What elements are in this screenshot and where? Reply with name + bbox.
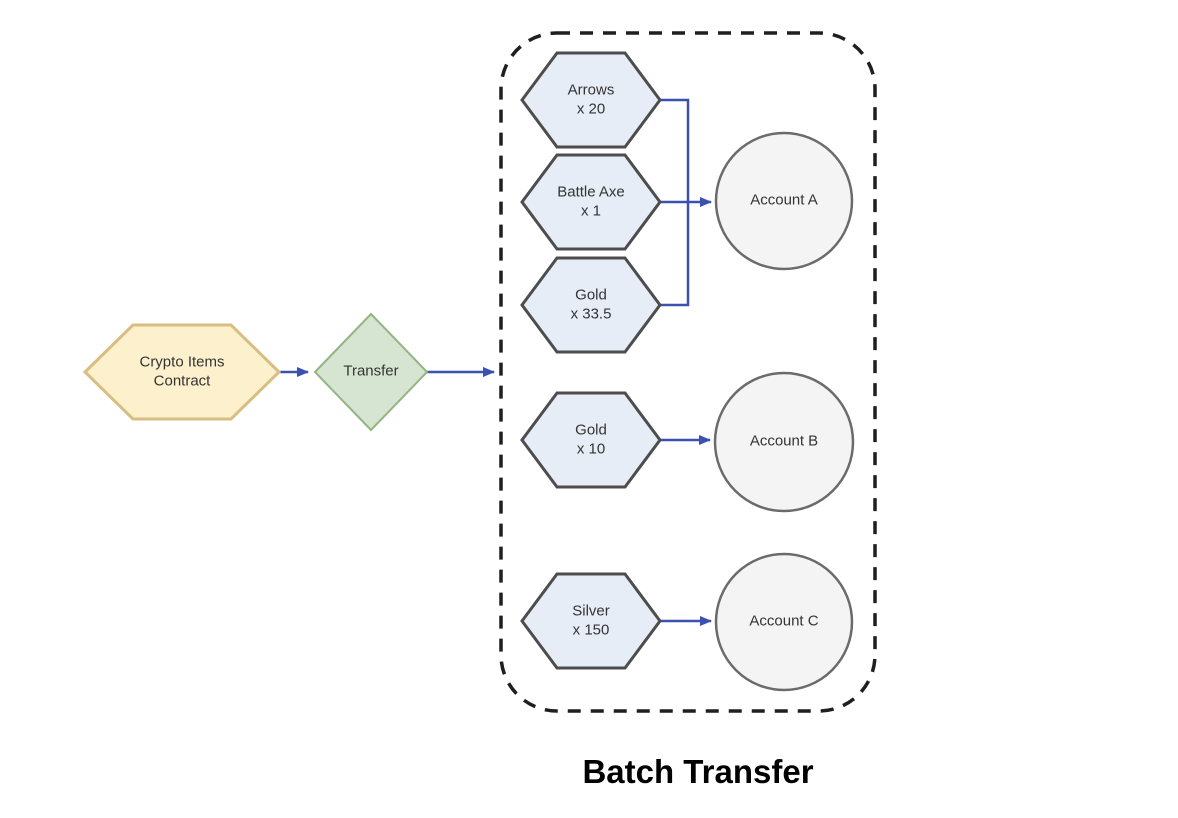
- account-a-label: Account A: [750, 191, 818, 209]
- account-a-circle: [714, 131, 854, 271]
- item-hexagon-gold-b: [520, 391, 662, 489]
- item-label-arrows: Arrows x 20: [567, 81, 615, 117]
- item-hexagon-arrows: [520, 51, 662, 149]
- contract-label: Crypto Items Contract: [139, 353, 225, 389]
- contract-hexagon: [82, 323, 282, 421]
- item-hexagon-silver: [520, 572, 662, 670]
- transfer-label: Transfer: [343, 362, 399, 380]
- diagram-title: Batch Transfer: [582, 753, 814, 790]
- item-label-gold-b: Gold x 10: [575, 421, 607, 457]
- account-c-label: Account C: [749, 612, 819, 630]
- connector-arrows-to-junction: [660, 98, 690, 202]
- item-label-silver: Silver x 150: [572, 602, 610, 638]
- account-b-label: Account B: [749, 432, 819, 450]
- batch-transfer-boundary: [499, 31, 877, 713]
- item-hexagon-gold-a: [520, 256, 662, 354]
- connector-gold-to-junction: [660, 202, 690, 307]
- item-label-gold-a: Gold x 33.5: [570, 286, 612, 322]
- item-label-battle-axe: Battle Axe x 1: [557, 183, 625, 219]
- transfer-diamond: [313, 312, 429, 432]
- item-hexagon-battle-axe: [520, 153, 662, 251]
- account-b-circle: [713, 371, 855, 513]
- account-c-circle: [714, 552, 854, 692]
